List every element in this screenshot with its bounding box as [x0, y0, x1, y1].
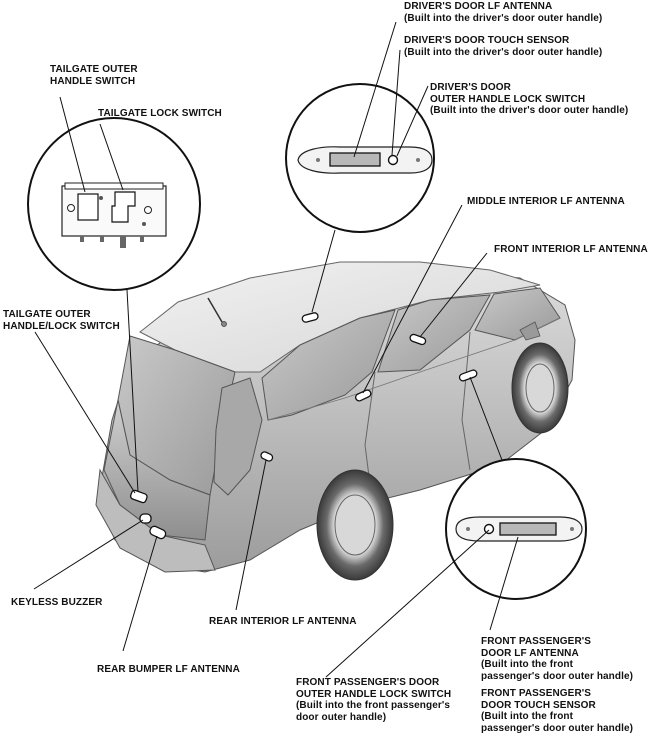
vehicle-body [95, 261, 576, 581]
label-front-passenger-lf-antenna: FRONT PASSENGER'S DOOR LF ANTENNA (Built… [481, 636, 634, 682]
front-interior-antenna-pad [409, 333, 427, 346]
label-rear-interior-lf-antenna: REAR INTERIOR LF ANTENNA [209, 616, 357, 627]
label-rear-bumper-lf-antenna: REAR BUMPER LF ANTENNA [97, 664, 240, 675]
label-driver-lf-antenna: DRIVER'S DOOR LF ANTENNA (Built into the… [404, 1, 603, 24]
label-middle-interior-lf-antenna: MIDDLE INTERIOR LF ANTENNA [467, 196, 625, 207]
tailgate-detail-circle [27, 117, 201, 291]
driver-handle-detail-circle [285, 83, 435, 233]
label-driver-lock-switch: DRIVER'S DOOR OUTER HANDLE LOCK SWITCH (… [430, 82, 629, 116]
middle-interior-antenna-pad [301, 312, 319, 323]
rear-bumper-antenna-pad [149, 525, 167, 540]
component-markers [129, 312, 478, 540]
passenger-handle-detail-circle [445, 458, 587, 600]
keyless-buzzer-pad [139, 513, 152, 524]
leader-lines [33, 21, 519, 678]
label-tailgate-outer-handle-switch: TAILGATE OUTER HANDLE SWITCH [50, 64, 138, 87]
label-tailgate-lock-switch: TAILGATE LOCK SWITCH [98, 108, 222, 119]
tailgate-handle-switch-pad [129, 489, 148, 504]
front-door-handle-pad [458, 369, 478, 382]
label-front-passenger-touch-sensor: FRONT PASSENGER'S DOOR TOUCH SENSOR (Bui… [481, 688, 634, 734]
label-driver-touch-sensor: DRIVER'S DOOR TOUCH SENSOR (Built into t… [404, 35, 603, 58]
middle-antenna-pad-2 [354, 389, 372, 402]
label-keyless-buzzer: KEYLESS BUZZER [11, 597, 103, 608]
label-tailgate-outer-handle-lock-switch: TAILGATE OUTER HANDLE/LOCK SWITCH [3, 309, 120, 332]
label-front-passenger-lock-switch: FRONT PASSENGER'S DOOR OUTER HANDLE LOCK… [296, 677, 452, 723]
rear-interior-antenna-pad [260, 451, 274, 462]
label-front-interior-lf-antenna: FRONT INTERIOR LF ANTENNA [494, 244, 648, 255]
